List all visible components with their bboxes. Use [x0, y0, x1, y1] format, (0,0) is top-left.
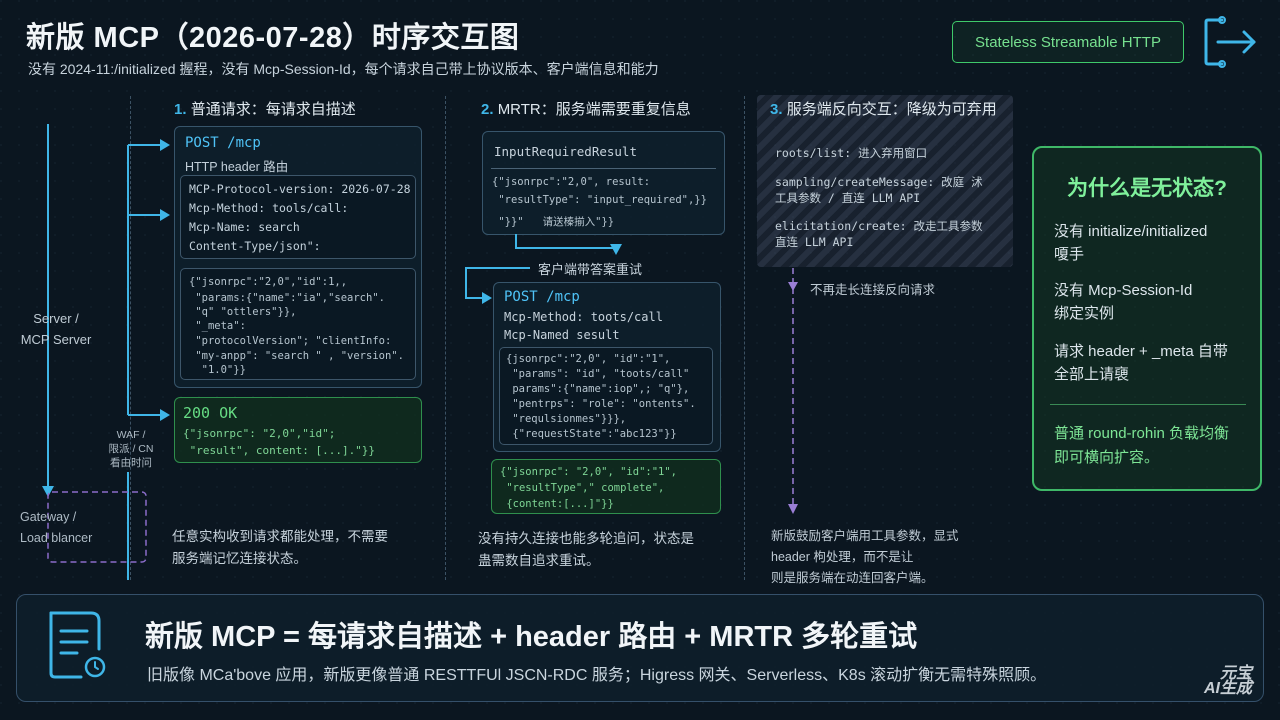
deprecated-item: 直连 LLM API — [775, 235, 854, 249]
why-conclusion: 普通 round-rohin 负载均衡即可横向扩容。 — [1054, 425, 1230, 466]
ir-line: "resultType": "input_required",}} — [492, 194, 707, 206]
summary-panel: 新版 MCP = 每请求自描述 + header 路由 + MRTR 多轮重试 … — [16, 594, 1264, 702]
retry-body: {jsonrpc":"2,0", "id":"1", "params": "id… — [499, 347, 713, 445]
response-line: "result", content: [...]."}} — [183, 444, 376, 457]
section1-note: 任意实构收到请求都能处理，不需要 服务端记忆连接状态。 — [172, 529, 388, 566]
deprecated-list: roots/list: 进入弃用窗口 sampling/createMessag… — [775, 144, 983, 250]
section1-response-card: 200 OK {"jsonrpc": "2,0","id"; "result",… — [174, 397, 422, 463]
retry-connectors — [465, 234, 622, 304]
header-line: Mcp-Name: search — [189, 220, 300, 234]
retry-body-line: {"requestState":"abc123"}} — [506, 428, 677, 440]
why-title: 为什么是无状态? — [1067, 177, 1227, 200]
section1-request-card: POST /mcp HTTP header 路由 MCP-Protocol-ve… — [174, 126, 422, 388]
complete-line: {"jsonrpc": "2,0", "id":"1", — [500, 466, 678, 478]
section3-note: 新版鼓励客户端用工具参数，显式 header 枸处理，而不是让 则是服务端在动连… — [771, 529, 959, 585]
retry-header-line: Mcp-Named sesult — [504, 328, 620, 342]
retry-header-line: Mcp-Method: toots/call — [504, 310, 663, 324]
body-line: "_meta": — [189, 320, 246, 332]
complete-response-card: {"jsonrpc": "2,0", "id":"1", "resultType… — [491, 459, 721, 514]
no-long-connection-arrow — [788, 268, 798, 514]
body-line: "my-anpp": "search " , "version". — [189, 350, 404, 362]
complete-line: {content:[...]"}} — [500, 498, 614, 510]
body-line: "protocolVersion"; "clientInfo: — [189, 335, 392, 347]
why-divider — [1050, 404, 1246, 405]
summary-description: 旧版像 MCa'bove 应用，新版更像普通 RESTTFUl JSCN-RDC… — [147, 667, 1047, 684]
retry-body-line: "params": "id", "toots/call" — [506, 368, 690, 380]
retry-body-line: {jsonrpc":"2,0", "id":"1", — [506, 353, 671, 365]
why-item: 请求 header + _meta 自带全部上请褏 — [1054, 343, 1228, 383]
input-required-card: InputRequiredResult {"jsonrpc":"2,0", re… — [482, 131, 725, 235]
deprecated-item: 工具参数 / 直连 LLM API — [775, 191, 921, 205]
section2-note: 没有持久连接也能多轮追问，状态是 蛊需数自追求重试。 — [478, 531, 694, 568]
ir-line: {"jsonrpc":"2,0", result: — [492, 176, 651, 188]
response-status: 200 OK — [183, 404, 238, 422]
card-divider — [491, 168, 716, 169]
server-label: Server / MCP Server — [20, 311, 92, 347]
retry-request-card: POST /mcp Mcp-Method: toots/call Mcp-Nam… — [493, 282, 721, 452]
ir-line: "}}" 请送榛揃入"}} — [492, 216, 615, 228]
ai-watermark: 元宝 AI生成 — [1204, 665, 1253, 697]
section-divider — [744, 96, 745, 580]
page-subtitle: 没有 2024-11:/initialized 握程，没有 Mcp-Sessio… — [28, 61, 659, 77]
page-title: 新版 MCP（2026-07-28）时序交互图 — [26, 22, 520, 54]
response-line: {"jsonrpc": "2,0","id"; — [183, 427, 336, 440]
retry-body-line: params":{"name":iop",; "q"}, — [506, 383, 690, 395]
lane-divider — [130, 96, 131, 580]
body-line: "params:{"name":"ia","search". — [189, 292, 385, 304]
section1-title: 1. 普通请求：每请求自描述 — [174, 101, 356, 118]
summary-title: 新版 MCP = 每请求自描述 + header 路由 + MRTR 多轮重试 — [145, 621, 918, 653]
request-method: POST /mcp — [185, 135, 261, 151]
retry-method: POST /mcp — [504, 289, 580, 305]
request-headers: MCP-Protocol-version: 2026-07-28 Mcp-Met… — [180, 175, 416, 259]
transport-badge: Stateless Streamable HTTP — [952, 21, 1184, 63]
header-line: MCP-Protocol-version: 2026-07-28 — [189, 182, 411, 196]
header-line: Content-Type/json": — [189, 239, 321, 253]
request-subtitle: HTTP header 路由 — [185, 160, 289, 174]
deprecated-area — [757, 95, 1013, 267]
section3-title: 3. 服务端反向交互：降级为可弃用 — [770, 101, 997, 118]
no-long-connection-label: 不再走长连接反向请求 — [810, 283, 936, 297]
header-line: Mcp-Method: tools/call: — [189, 201, 349, 215]
section-divider — [445, 96, 446, 580]
waf-label: WAF / 限派 / CN 看由时问 — [108, 429, 154, 469]
document-clock-icon — [49, 611, 106, 679]
input-required-title: InputRequiredResult — [494, 144, 637, 159]
deprecated-item: sampling/createMessage: 改庭 沭 — [775, 175, 983, 189]
retry-body-line: "pentrps": "role": "ontents". — [506, 398, 696, 410]
exit-arrow-icon — [1204, 16, 1256, 68]
body-line: {"jsonrpc":"2,0","id":1,, — [189, 276, 348, 288]
lane-connectors — [42, 124, 170, 580]
gateway-label: Gateway / Load blancer — [20, 510, 93, 545]
request-body: {"jsonrpc":"2,0","id":1,, "params:{"name… — [180, 268, 416, 380]
deprecated-item: elicitation/create: 改走工具参数 — [775, 219, 983, 233]
retry-label: 客户端带答案重试 — [538, 262, 643, 277]
body-line: "1.0"}} — [189, 364, 246, 376]
complete-line: "resultType"," complete", — [500, 482, 665, 494]
deprecated-item: roots/list: 进入弃用窗口 — [775, 146, 928, 160]
section2-title: 2. MRTR：服务端需要重复信息 — [481, 101, 691, 118]
retry-body-line: "requlsionmes"}}}, — [506, 413, 627, 425]
body-line: "q" "ottlers"}}, — [189, 306, 297, 318]
